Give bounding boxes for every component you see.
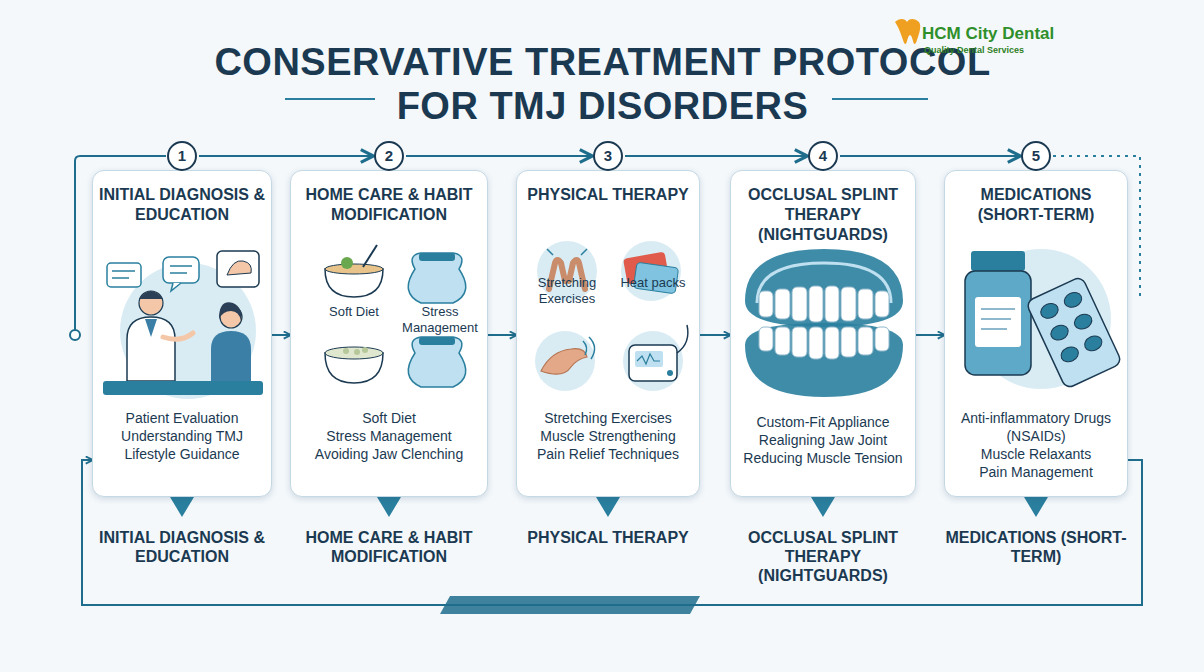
diagram-title: CONSERVATIVE TREATMENT PROTOCOL FOR TMJ … — [204, 40, 1001, 128]
title-rule — [832, 98, 928, 100]
icon-label: Soft Diet — [311, 304, 397, 320]
tab-triangle — [596, 497, 620, 517]
medication-illustration — [945, 241, 1129, 409]
tab-triangle — [811, 497, 835, 517]
step-arrow — [625, 155, 806, 157]
card-item: Reducing Muscle Tension — [737, 449, 909, 467]
step-arrow — [406, 155, 591, 157]
bottom-label: PHYSICAL THERAPY — [513, 528, 703, 547]
bottom-label: HOME CARE & HABIT MODIFICATION — [284, 528, 494, 566]
card-item: Soft Diet — [297, 409, 481, 427]
logo-name: HCM City Dental — [922, 24, 1054, 44]
icon-label: Stress Management — [397, 304, 483, 336]
tab-triangle — [377, 497, 401, 517]
nightguard-illustration — [731, 241, 917, 409]
icon-label: Stretching Exercises — [523, 275, 611, 307]
icon-label: Heat packs — [611, 275, 695, 291]
tab-triangle — [170, 497, 194, 517]
step-number: 2 — [374, 141, 404, 171]
card-item: Muscle Strengthening — [523, 427, 693, 445]
logo-tagline: Quality Dental Services — [924, 45, 1024, 55]
card-item: Pain Management — [951, 463, 1121, 481]
step-number: 4 — [808, 141, 838, 171]
flow-connector — [488, 334, 516, 336]
step-card: INITIAL DIAGNOSIS & EDUCATION Patient Eva… — [92, 170, 272, 497]
card-item: Custom-Fit Appliance — [737, 413, 909, 431]
step-card: OCCLUSAL SPLINT THERAPY (NIGHTGUARDS) Cus… — [730, 170, 916, 497]
step-arrow — [840, 155, 1019, 157]
consultation-illustration — [93, 241, 273, 409]
card-item: Avoiding Jaw Clenching — [297, 445, 481, 463]
card-item: Realigning Jaw Joint — [737, 431, 909, 449]
step-card: MEDICATIONS (SHORT-TERM) Anti-inflammator… — [944, 170, 1128, 497]
bottom-label: MEDICATIONS (SHORT-TERM) — [941, 528, 1131, 566]
card-heading: INITIAL DIAGNOSIS & EDUCATION — [99, 185, 265, 241]
step-arrow — [199, 155, 372, 157]
flow-connector — [272, 334, 290, 336]
logo-tooth — [895, 19, 920, 44]
card-item: Stress Management — [297, 427, 481, 445]
card-item: Pain Relief Techniques — [523, 445, 693, 463]
title-rule — [285, 98, 375, 100]
card-heading: PHYSICAL THERAPY — [523, 185, 693, 241]
step-card: HOME CARE & HABIT MODIFICATIONSoft DietS… — [290, 170, 488, 497]
bottom-label: INITIAL DIAGNOSIS & EDUCATION — [62, 528, 302, 566]
flow-connector — [700, 334, 730, 336]
step-number: 3 — [593, 141, 623, 171]
card-heading: HOME CARE & HABIT MODIFICATION — [297, 185, 481, 241]
step-card: PHYSICAL THERAPYStretching ExercisesMusc… — [516, 170, 700, 497]
bottom-label: OCCLUSAL SPLINT THERAPY (NIGHTGUARDS) — [718, 528, 928, 585]
flow-connector — [916, 334, 944, 336]
card-item: Lifestyle Guidance — [99, 445, 265, 463]
card-item: Anti-inflammatory Drugs (NSAIDs) — [951, 409, 1121, 445]
card-item: Patient Evaluation — [99, 409, 265, 427]
tab-triangle — [1024, 497, 1048, 517]
step-number: 5 — [1021, 141, 1051, 171]
card-heading: OCCLUSAL SPLINT THERAPY (NIGHTGUARDS) — [737, 185, 909, 245]
therapy-illustration — [517, 241, 701, 409]
step-number: 1 — [167, 141, 197, 171]
card-item: Understanding TMJ — [99, 427, 265, 445]
card-item: Stretching Exercises — [523, 409, 693, 427]
frame-dot — [70, 330, 80, 340]
card-heading: MEDICATIONS (SHORT-TERM) — [951, 185, 1121, 241]
card-item: Muscle Relaxants — [951, 445, 1121, 463]
